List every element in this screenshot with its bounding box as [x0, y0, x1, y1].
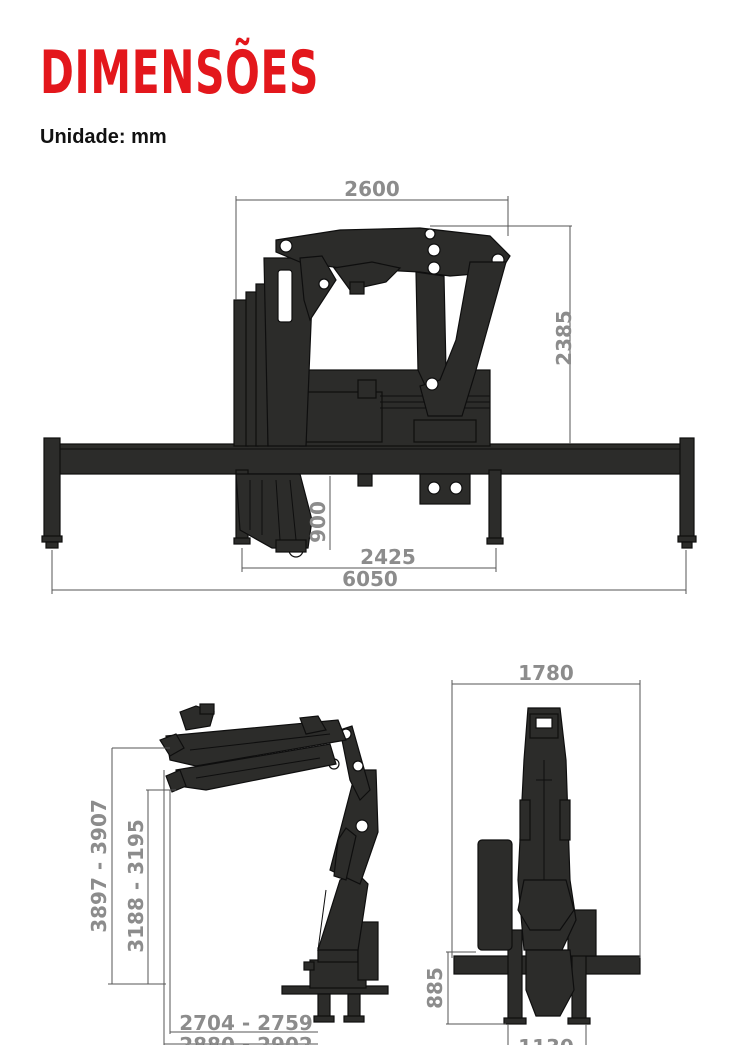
front-height-lower-label: 900 [306, 501, 330, 543]
rear-width-bottom-label: 1130 [518, 1035, 574, 1045]
rear-width-top-label: 1780 [518, 661, 574, 685]
side-reach-lower-label: 2704 - 2759 [179, 1011, 313, 1035]
front-width-total-label: 6050 [342, 567, 398, 591]
side-view-drawing [108, 703, 389, 1045]
front-height-right-label: 2385 [552, 310, 576, 366]
front-width-inner-label: 2425 [360, 545, 416, 569]
side-reach-bottom-label: 2880 - 2902 [179, 1033, 313, 1045]
side-height-outer-label: 3897 - 3907 [87, 799, 111, 933]
front-view-drawing [41, 196, 697, 594]
side-height-inner-label: 3188 - 3195 [124, 819, 148, 953]
rear-view-drawing [446, 680, 641, 1045]
unit-label: Unidade: mm [40, 126, 167, 148]
rear-height-left-label: 885 [423, 967, 447, 1009]
page-title: DIMENSÕES [40, 38, 320, 108]
front-width-top-label: 2600 [344, 177, 400, 201]
